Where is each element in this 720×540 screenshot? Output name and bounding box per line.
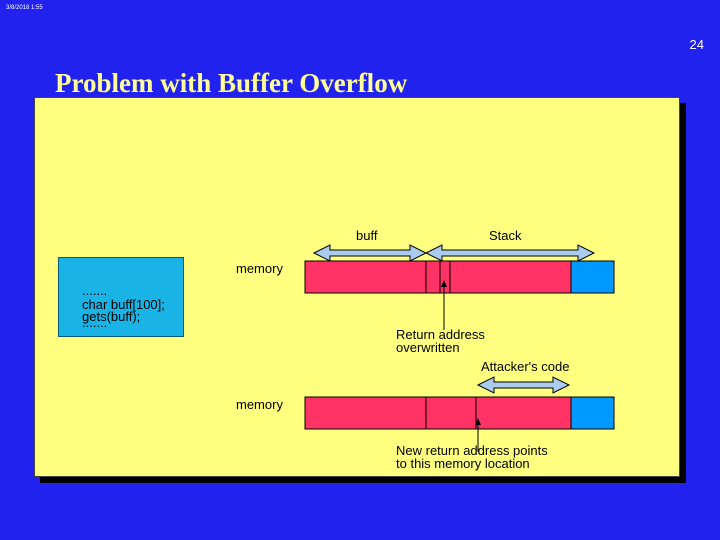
buff-label: buff bbox=[356, 228, 378, 243]
buff-arrow bbox=[312, 244, 428, 262]
attackers-code-label: Attacker's code bbox=[481, 359, 570, 374]
date-stamp: 3/8/2018 1:55 bbox=[6, 5, 43, 11]
new-return-pointer-head bbox=[475, 418, 481, 425]
memory-block-top bbox=[304, 260, 572, 294]
memory-label-bottom: memory bbox=[236, 397, 283, 412]
return-address-label-2: overwritten bbox=[396, 340, 460, 355]
code-box bbox=[58, 257, 184, 337]
stack-arrow bbox=[424, 244, 596, 262]
return-pointer-head bbox=[441, 280, 447, 287]
stack-end-bottom bbox=[570, 396, 615, 430]
slide-title: Problem with Buffer Overflow bbox=[55, 68, 408, 98]
code-line-3: gets(buff); bbox=[82, 309, 141, 324]
code-line-2: char buff[100]; bbox=[82, 297, 165, 312]
stack-label: Stack bbox=[489, 228, 522, 243]
return-address-label-1: Return address bbox=[396, 327, 485, 342]
attacker-code-arrow bbox=[476, 376, 571, 394]
code-line-4: ....... bbox=[82, 315, 108, 330]
memory-label-top: memory bbox=[236, 261, 283, 276]
stack-end-top bbox=[570, 260, 615, 294]
new-return-label-1: New return address points bbox=[396, 443, 548, 458]
code-line-1: ....... bbox=[82, 283, 108, 298]
page-number: 24 bbox=[689, 37, 704, 52]
memory-block-bottom bbox=[304, 396, 572, 430]
new-return-label-2: to this memory location bbox=[396, 456, 530, 471]
